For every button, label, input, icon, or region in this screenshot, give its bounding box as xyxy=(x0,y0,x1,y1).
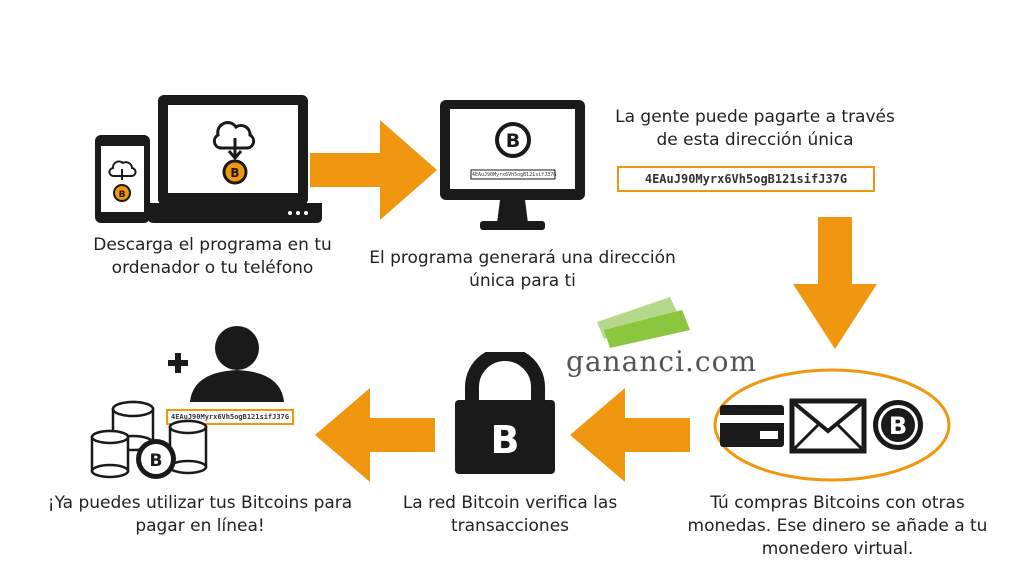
watermark-logo-icon xyxy=(597,297,690,348)
screen-address: 4EAuJ90Myrx6Vh5ogB121sifJ37G xyxy=(472,172,557,178)
padlock-bitcoin-icon: B xyxy=(455,352,555,474)
svg-text:B: B xyxy=(230,166,239,180)
step-use-caption: ¡Ya puedes utilizar tus Bitcoins para pa… xyxy=(47,493,353,536)
arrow-right-icon xyxy=(310,120,437,220)
monitor-bitcoin-icon: B xyxy=(440,100,585,230)
svg-text:B: B xyxy=(491,418,520,462)
arrow-left-icon xyxy=(570,388,690,482)
step-receive-caption: La gente puede pagarte a través de esta … xyxy=(615,107,895,150)
arrow-down-icon xyxy=(793,217,877,349)
laptop-phone-icon: B B xyxy=(95,95,322,223)
step-buy-caption: Tú compras Bitcoins con otras monedas. E… xyxy=(687,493,988,559)
arrow-left-icon xyxy=(315,388,435,482)
svg-text:B: B xyxy=(506,130,520,152)
coin-stacks-icon: B xyxy=(90,400,208,479)
step-verify-caption: La red Bitcoin verifica las transaccione… xyxy=(402,493,618,536)
step-generate-caption: El programa generará una dirección única… xyxy=(369,248,676,291)
user-add-icon xyxy=(168,326,284,402)
payment-methods-icon: B xyxy=(713,368,951,482)
watermark: gananci.com xyxy=(566,345,758,378)
receive-address-box: 4EAuJ90Myrx6Vh5ogB121sifJ37G xyxy=(617,166,875,192)
step-download-caption: Descarga el programa en tu ordenador o t… xyxy=(93,235,332,278)
svg-text:B: B xyxy=(150,451,163,471)
svg-text:B: B xyxy=(889,412,907,440)
svg-text:B: B xyxy=(119,190,126,200)
